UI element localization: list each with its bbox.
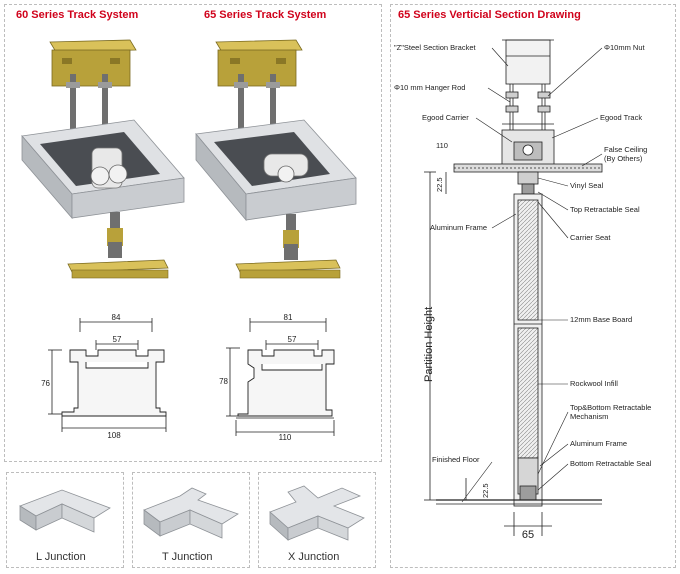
- dim-65-height: 78: [219, 377, 228, 386]
- track-65-product-image: [195, 39, 357, 279]
- pivot-plate-icon: [235, 259, 341, 279]
- l-junction-icon: [19, 489, 111, 533]
- label-bottom-seal: Bottom Retractable Seal: [570, 459, 652, 468]
- aluminum-track-icon: [21, 119, 185, 220]
- label-base-board: 12mm Base Board: [570, 315, 632, 324]
- x-junction-icon: [269, 485, 365, 541]
- label-aluminum-frame-1: Aluminum Frame: [430, 223, 487, 232]
- vertical-section-drawing: "Z"Steel Section Bracket Φ10mm Nut Φ10 m…: [394, 39, 652, 541]
- label-dim-225-top: 22.5: [435, 177, 444, 192]
- label-vinyl-seal: Vinyl Seal: [570, 181, 604, 190]
- dim-60-height: 76: [41, 379, 50, 388]
- dim-65-top-width: 81: [284, 313, 293, 322]
- hanger-rod-icon: [234, 74, 280, 144]
- label-dim-225-bottom: 22.5: [481, 483, 490, 498]
- label-false-ceiling-2: (By Others): [604, 154, 643, 163]
- dim-60-bottom-width: 108: [107, 431, 121, 440]
- hanger-bolt-icon: [283, 214, 299, 260]
- track-65-profile-outline: [237, 349, 335, 417]
- track-65-profile-drawing: 81 57 78 110: [219, 313, 335, 442]
- dim-65-inner-width: 57: [288, 335, 297, 344]
- hanger-rod-icon: [66, 74, 112, 144]
- hanger-bolt-icon: [107, 212, 123, 258]
- label-finished-floor: Finished Floor: [432, 455, 480, 464]
- t-junction-label: T Junction: [162, 551, 213, 563]
- x-junction-label: X Junction: [288, 551, 340, 563]
- label-carrier: Egood Carrier: [422, 113, 469, 122]
- dim-60-top-width: 84: [112, 313, 121, 322]
- section-drawing-title: 65 Series Verticial Section Drawing: [398, 9, 581, 21]
- label-aluminum-frame-2: Aluminum Frame: [570, 439, 627, 448]
- track-60-profile-outline: [61, 349, 167, 417]
- label-dim-110: 110: [436, 141, 448, 150]
- label-track: Egood Track: [600, 113, 642, 122]
- label-false-ceiling-1: False Ceiling: [604, 145, 647, 154]
- z-bracket-icon: [49, 39, 137, 87]
- label-steel-bracket: "Z"Steel Section Bracket: [394, 43, 477, 52]
- label-nut: Φ10mm Nut: [604, 43, 645, 52]
- track-60-product-image: [21, 39, 185, 279]
- track-60-profile-drawing: 84 57 76 108: [41, 313, 167, 440]
- z-bracket-icon: [215, 39, 303, 87]
- label-mechanism-1: Top&Bottom Retractable: [570, 403, 651, 412]
- label-partition-height: Partition Height: [423, 307, 435, 382]
- aluminum-track-icon: [195, 119, 357, 222]
- pivot-plate-icon: [67, 259, 169, 279]
- title-60-series: 60 Series Track System: [16, 9, 139, 21]
- dim-60-inner-width: 57: [113, 335, 122, 344]
- label-dim-65: 65: [522, 529, 534, 541]
- l-junction-label: L Junction: [36, 551, 86, 563]
- dim-65-bottom-width: 110: [279, 433, 292, 442]
- label-hanger-rod: Φ10 mm Hanger Rod: [394, 83, 465, 92]
- label-rockwool: Rockwool Infill: [570, 379, 618, 388]
- label-top-retractable-seal: Top Retractable Seal: [570, 205, 640, 214]
- t-junction-icon: [143, 487, 239, 539]
- label-mechanism-2: Mechanism: [570, 412, 608, 421]
- label-carrier-seat: Carrier Seat: [570, 233, 611, 242]
- title-65-series: 65 Series Track System: [204, 9, 327, 21]
